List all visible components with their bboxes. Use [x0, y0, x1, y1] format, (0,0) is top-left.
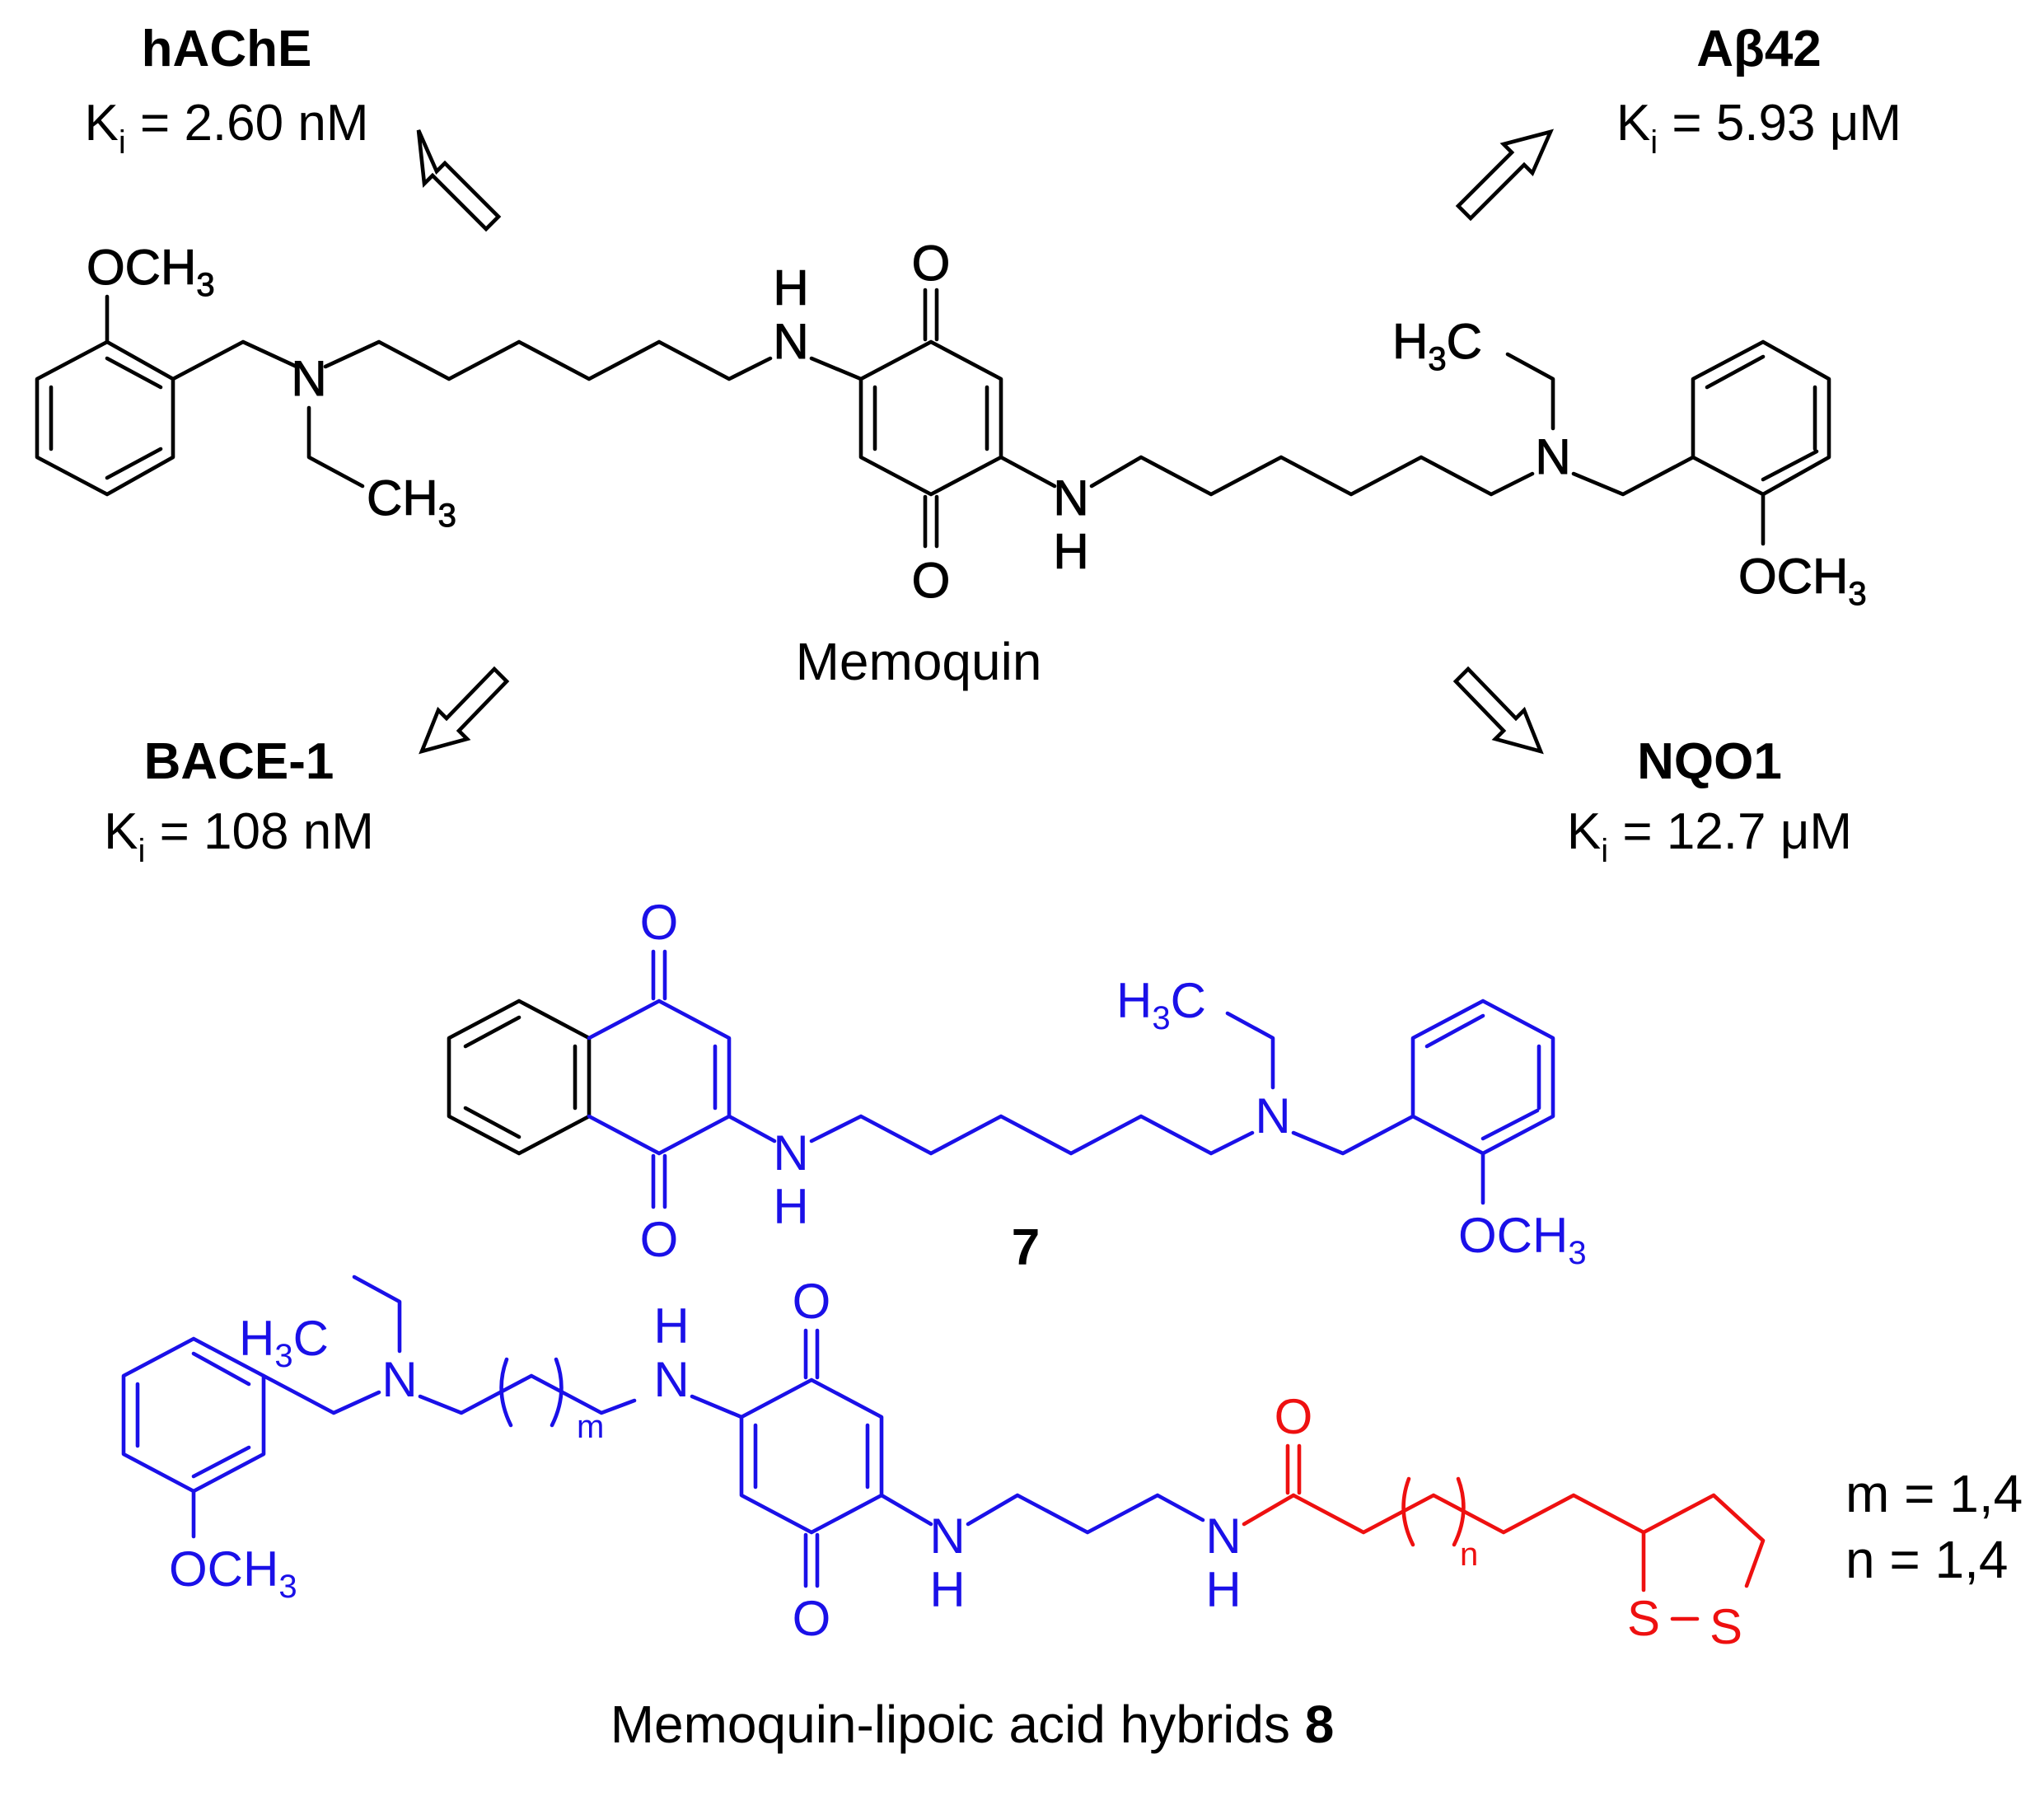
atom-o-quinone-top: O — [912, 236, 951, 291]
atom-n-nh-top: N — [773, 314, 808, 369]
atom-h3c-7: H3C — [1116, 973, 1206, 1036]
atom-o-7-bottom: O — [640, 1212, 679, 1267]
n-range-note: n = 1,4 — [1845, 1530, 2009, 1589]
atom-h3c-right: H3C — [1392, 314, 1482, 377]
atom-ch3-left: CH3 — [367, 470, 456, 534]
target-hache-name: hAChE — [142, 21, 312, 77]
atom-n-7-amine: N — [1255, 1088, 1290, 1144]
target-abeta-ki: Ki = 5.93 μM — [1616, 95, 1901, 161]
arrow-bace — [419, 666, 510, 755]
atom-s-2: S — [1710, 1599, 1742, 1654]
compound-7-label: 7 — [1012, 1219, 1040, 1276]
atom-o-8-bottom: O — [793, 1591, 831, 1646]
arrow-abeta-shape — [1455, 129, 1555, 222]
atom-n-left: N — [291, 351, 326, 406]
target-bace-annotation: BACE-1 Ki = 108 nM — [104, 666, 510, 869]
arrow-nqo1 — [1452, 666, 1544, 755]
atom-n-8-amide: N — [1205, 1508, 1241, 1564]
atom-h-7: H — [773, 1179, 808, 1234]
target-bace-ki: Ki = 108 nM — [104, 803, 374, 869]
target-nqo1-ki: Ki = 12.7 μM — [1567, 803, 1852, 869]
atom-h-nh-bottom: H — [1053, 524, 1088, 579]
target-abeta-name: Aβ42 — [1696, 21, 1822, 77]
atom-och3-right: OCH3 — [1738, 549, 1867, 612]
atom-n-8-top: N — [653, 1352, 689, 1407]
m-range-note: m = 1,4 — [1845, 1464, 2023, 1523]
atom-o-quinone-bottom: O — [912, 553, 951, 608]
target-bace-name: BACE-1 — [144, 733, 334, 790]
atom-n-8-amine: N — [381, 1352, 417, 1407]
atom-n-nh-bottom: N — [1053, 470, 1088, 526]
atom-och3-8: OCH3 — [169, 1541, 297, 1605]
target-hache-annotation: hAChE Ki = 2.60 nM — [85, 21, 502, 232]
arrow-hache — [416, 129, 502, 232]
hybrids-number: 8 — [1305, 1695, 1335, 1754]
memoquin-name: Memoquin — [796, 632, 1042, 691]
subscript-m: m — [577, 1409, 604, 1445]
atom-h-8-amide: H — [1205, 1562, 1241, 1617]
atom-n-8-bottom: N — [929, 1508, 965, 1564]
target-abeta-annotation: Aβ42 Ki = 5.93 μM — [1455, 21, 1901, 222]
atom-och3-7: OCH3 — [1458, 1208, 1587, 1271]
subscript-n: n — [1460, 1536, 1478, 1573]
atom-h-8-bottom: H — [929, 1562, 965, 1617]
atom-och3-left: OCH3 — [87, 240, 215, 303]
atom-n-right: N — [1535, 429, 1570, 484]
compound-7-structure: O O N H N H3C OCH3 — [447, 895, 1587, 1271]
atom-o-8-top: O — [793, 1274, 831, 1329]
hybrids-caption: Memoquin-lipoic acid hybrids 8 — [610, 1695, 1335, 1754]
memoquin-structure: OCH3 N CH3 H N O O N H N H3C OC — [35, 236, 1867, 613]
atom-s-1: S — [1627, 1591, 1660, 1646]
hybrid-8-structure: OCH3 N H3C m H N O O N H N H O n — [121, 1274, 1766, 1654]
atom-o-7-top: O — [640, 895, 679, 950]
target-hache-ki: Ki = 2.60 nM — [85, 95, 369, 161]
atom-n-7: N — [773, 1125, 808, 1181]
target-nqo1-name: NQO1 — [1637, 733, 1782, 790]
target-nqo1-annotation: NQO1 Ki = 12.7 μM — [1452, 666, 1852, 869]
atom-h3c-8: H3C — [239, 1311, 329, 1374]
atom-h-nh-top: H — [773, 260, 808, 316]
atom-h-8-top: H — [653, 1298, 689, 1354]
atom-o-8-amide: O — [1275, 1389, 1313, 1444]
